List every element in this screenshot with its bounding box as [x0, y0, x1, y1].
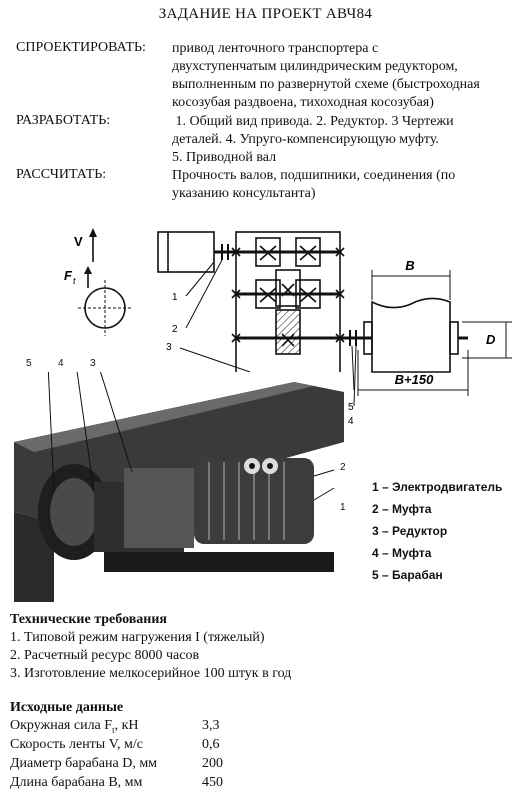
- dimension-b150-label: B+150: [395, 372, 434, 387]
- source-row-value: 450: [202, 775, 223, 790]
- velocity-label: V: [74, 234, 83, 249]
- callout-5: 5: [348, 402, 354, 413]
- tech-requirement-item: 2. Расчетный ресурс 8000 часов: [10, 648, 200, 663]
- source-row-label: Окружная сила Ft, кН: [10, 718, 139, 735]
- photo-callout-1: 1: [340, 502, 346, 513]
- gearbox-photo: [124, 468, 194, 548]
- callout-4: 4: [348, 416, 354, 427]
- tech-requirement-item: 1. Типовой режим нагружения I (тяжелый): [10, 630, 265, 645]
- drive-scheme-diagram: V F t: [64, 228, 512, 427]
- text-line: деталей. 4. Упруго-компенсирующую муфту.: [172, 132, 439, 147]
- photo-callout-3: 3: [90, 358, 96, 369]
- page-title: ЗАДАНИЕ НА ПРОЕКТ АВЧ84: [158, 6, 373, 22]
- legend-item: 5 – Барабан: [372, 568, 443, 582]
- section-label-design: СПРОЕКТИРОВАТЬ:: [16, 40, 146, 55]
- motor-body: [157, 231, 215, 273]
- section-text-design: привод ленточного транспортера с двухсту…: [172, 40, 522, 112]
- text-line: указанию консультанта): [172, 186, 316, 201]
- photo-callout-2: 2: [340, 462, 346, 473]
- source-row-value: 200: [202, 756, 223, 771]
- text-line: Прочность валов, подшипники, соединения …: [172, 168, 456, 183]
- source-row-label: Диаметр барабана D, мм: [10, 756, 158, 771]
- tech-requirement-item: 3. Изготовление мелкосерийное 100 штук в…: [10, 666, 292, 681]
- legend: 1 – Электродвигатель 2 – Муфта 3 – Редук…: [372, 476, 502, 586]
- legend-item: 3 – Редуктор: [372, 524, 448, 538]
- source-data-title: Исходные данные: [10, 700, 124, 715]
- source-row-value: 0,6: [202, 737, 220, 752]
- text-line: косозубая раздвоена, тихоходная косозуба…: [172, 95, 434, 110]
- text-line: двухступенчатым цилиндрическим редукторо…: [172, 59, 458, 74]
- velocity-arrow-icon: [89, 228, 97, 237]
- source-row-label: Скорость ленты V, м/с: [10, 737, 143, 752]
- force-subscript: t: [73, 276, 76, 286]
- label-text: Окружная сила F: [10, 718, 113, 733]
- section-label-develop: РАЗРАБОТАТЬ:: [16, 113, 111, 128]
- source-row-label: Длина барабана B, мм: [10, 775, 143, 790]
- legend-item: 1 – Электродвигатель: [372, 480, 503, 494]
- label-unit: , кН: [114, 718, 139, 733]
- callout-2: 2: [172, 324, 178, 335]
- conveyor-photo: [14, 372, 344, 602]
- section-text-calculate: Прочность валов, подшипники, соединения …: [172, 167, 522, 203]
- callout-3: 3: [166, 342, 172, 353]
- callout-1: 1: [172, 292, 178, 303]
- photo-callout-4: 4: [58, 358, 64, 369]
- photo-callout-5: 5: [26, 358, 32, 369]
- drum-outline: [371, 297, 451, 373]
- force-label: F: [64, 268, 73, 283]
- section-label-calculate: РАССЧИТАТЬ:: [16, 167, 107, 182]
- tech-requirements-title: Технические требования: [10, 612, 167, 627]
- text-line: 5. Приводной вал: [172, 150, 277, 165]
- legend-item: 4 – Муфта: [372, 546, 432, 560]
- label-subscript: t: [112, 724, 115, 735]
- dimension-d-label: D: [486, 332, 496, 347]
- force-arrow-icon: [84, 266, 92, 274]
- text-line: 1. Общий вид привода. 2. Редуктор. 3 Чер…: [172, 114, 454, 129]
- section-text-develop: 1. Общий вид привода. 2. Редуктор. 3 Чер…: [172, 113, 522, 167]
- text-line: привод ленточного транспортера с: [172, 41, 379, 56]
- legend-item: 2 – Муфта: [372, 502, 432, 516]
- source-row-value: 3,3: [202, 718, 220, 733]
- text-line: выполненным по развернутой схеме (быстро…: [172, 77, 480, 92]
- dimension-b-label: B: [405, 258, 414, 273]
